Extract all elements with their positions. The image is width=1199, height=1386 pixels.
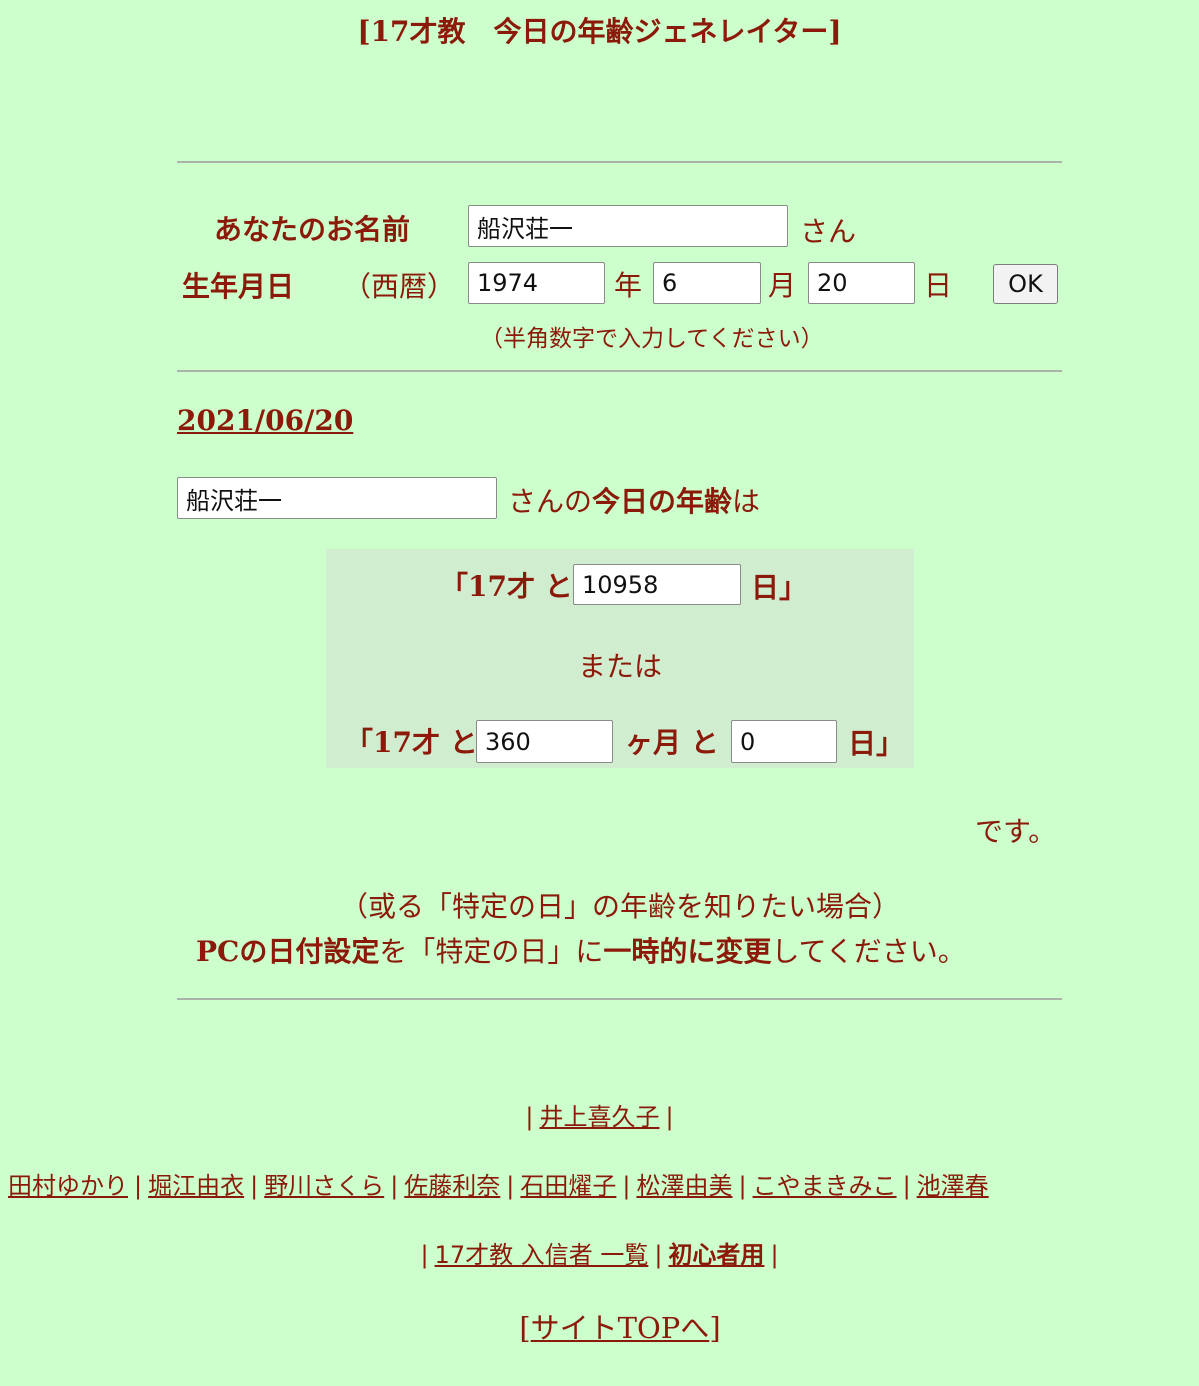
nav-link-beginners[interactable]: 初心者用 — [668, 1241, 765, 1269]
nav-link-horie[interactable]: 堀江由衣 — [148, 1172, 245, 1200]
nav-link-koyama[interactable]: こやまきみこ — [752, 1172, 897, 1200]
day-unit: 日 — [924, 269, 953, 302]
site-top-link[interactable]: サイトTOPへ — [530, 1311, 710, 1345]
result-line2-suffix: 日」 — [848, 727, 905, 760]
name-label: あなたのお名前 — [214, 213, 411, 246]
name-suffix: さん — [800, 215, 857, 248]
or-text: または — [577, 650, 662, 683]
era-label: （西暦） — [343, 270, 456, 303]
desu-text: です。 — [975, 815, 1057, 848]
divider — [177, 370, 1062, 372]
ok-button[interactable]: OK — [993, 264, 1058, 304]
nav-link-ishida[interactable]: 石田燿子 — [520, 1172, 617, 1200]
note-line1: （或る「特定の日」の年齢を知りたい場合） — [339, 890, 900, 923]
divider — [177, 998, 1062, 1000]
page-title: [17才教 今日の年齢ジェネレイター] — [357, 15, 842, 48]
todays-age-label: 今日の年齢 — [592, 485, 733, 518]
result-line2-mid: ヶ月 と — [625, 726, 719, 759]
year-unit: 年 — [614, 269, 643, 302]
site-top-nav: [サイトTOPへ] — [519, 1311, 721, 1345]
nav-link-nogawa[interactable]: 野川さくら — [264, 1172, 385, 1200]
nav-link-sato[interactable]: 佐藤利奈 — [404, 1172, 501, 1200]
months-field[interactable]: 360 — [476, 720, 613, 763]
input-hint: （半角数字で入力してください） — [480, 326, 824, 352]
month-unit: 月 — [768, 269, 797, 302]
days-total-field[interactable]: 10958 — [573, 564, 741, 605]
nav-row-2: 田村ゆかり|堀江由衣|野川さくら|佐藤利奈|石田燿子|松澤由美|こやまきみこ|池… — [8, 1172, 989, 1200]
birth-label: 生年月日 — [182, 270, 295, 303]
result-line1-suffix: 日」 — [751, 571, 808, 604]
month-input[interactable]: 6 — [653, 262, 761, 304]
nav-link-matsuzawa[interactable]: 松澤由美 — [636, 1172, 733, 1200]
year-input[interactable]: 1974 — [468, 262, 605, 304]
result-date: 2021/06/20 — [177, 404, 354, 437]
remaining-days-field[interactable]: 0 — [731, 720, 837, 763]
note-line2: PCの日付設定を「特定の日」に一時的に変更してください。 — [196, 935, 966, 968]
nav-link-member-list[interactable]: 17才教 入信者 一覧 — [434, 1241, 649, 1269]
result-line1-prefix: 「17才 と — [440, 570, 573, 603]
nav-link-inoue[interactable]: 井上喜久子 — [539, 1103, 660, 1131]
nav-link-ikezawa[interactable]: 池澤春 — [916, 1172, 989, 1200]
divider — [177, 161, 1062, 163]
nav-link-tamura[interactable]: 田村ゆかり — [8, 1172, 128, 1200]
result-line2-prefix: 「17才 と — [345, 726, 478, 759]
result-name-field[interactable]: 船沢荘一 — [177, 477, 497, 519]
name-input[interactable]: 船沢荘一 — [468, 205, 788, 247]
day-input[interactable]: 20 — [808, 262, 915, 304]
nav-row-1: |井上喜久子| — [525, 1103, 674, 1131]
nav-row-3: |17才教 入信者 一覧|初心者用| — [420, 1241, 779, 1269]
result-sentence: さんの今日の年齢は — [508, 485, 761, 518]
